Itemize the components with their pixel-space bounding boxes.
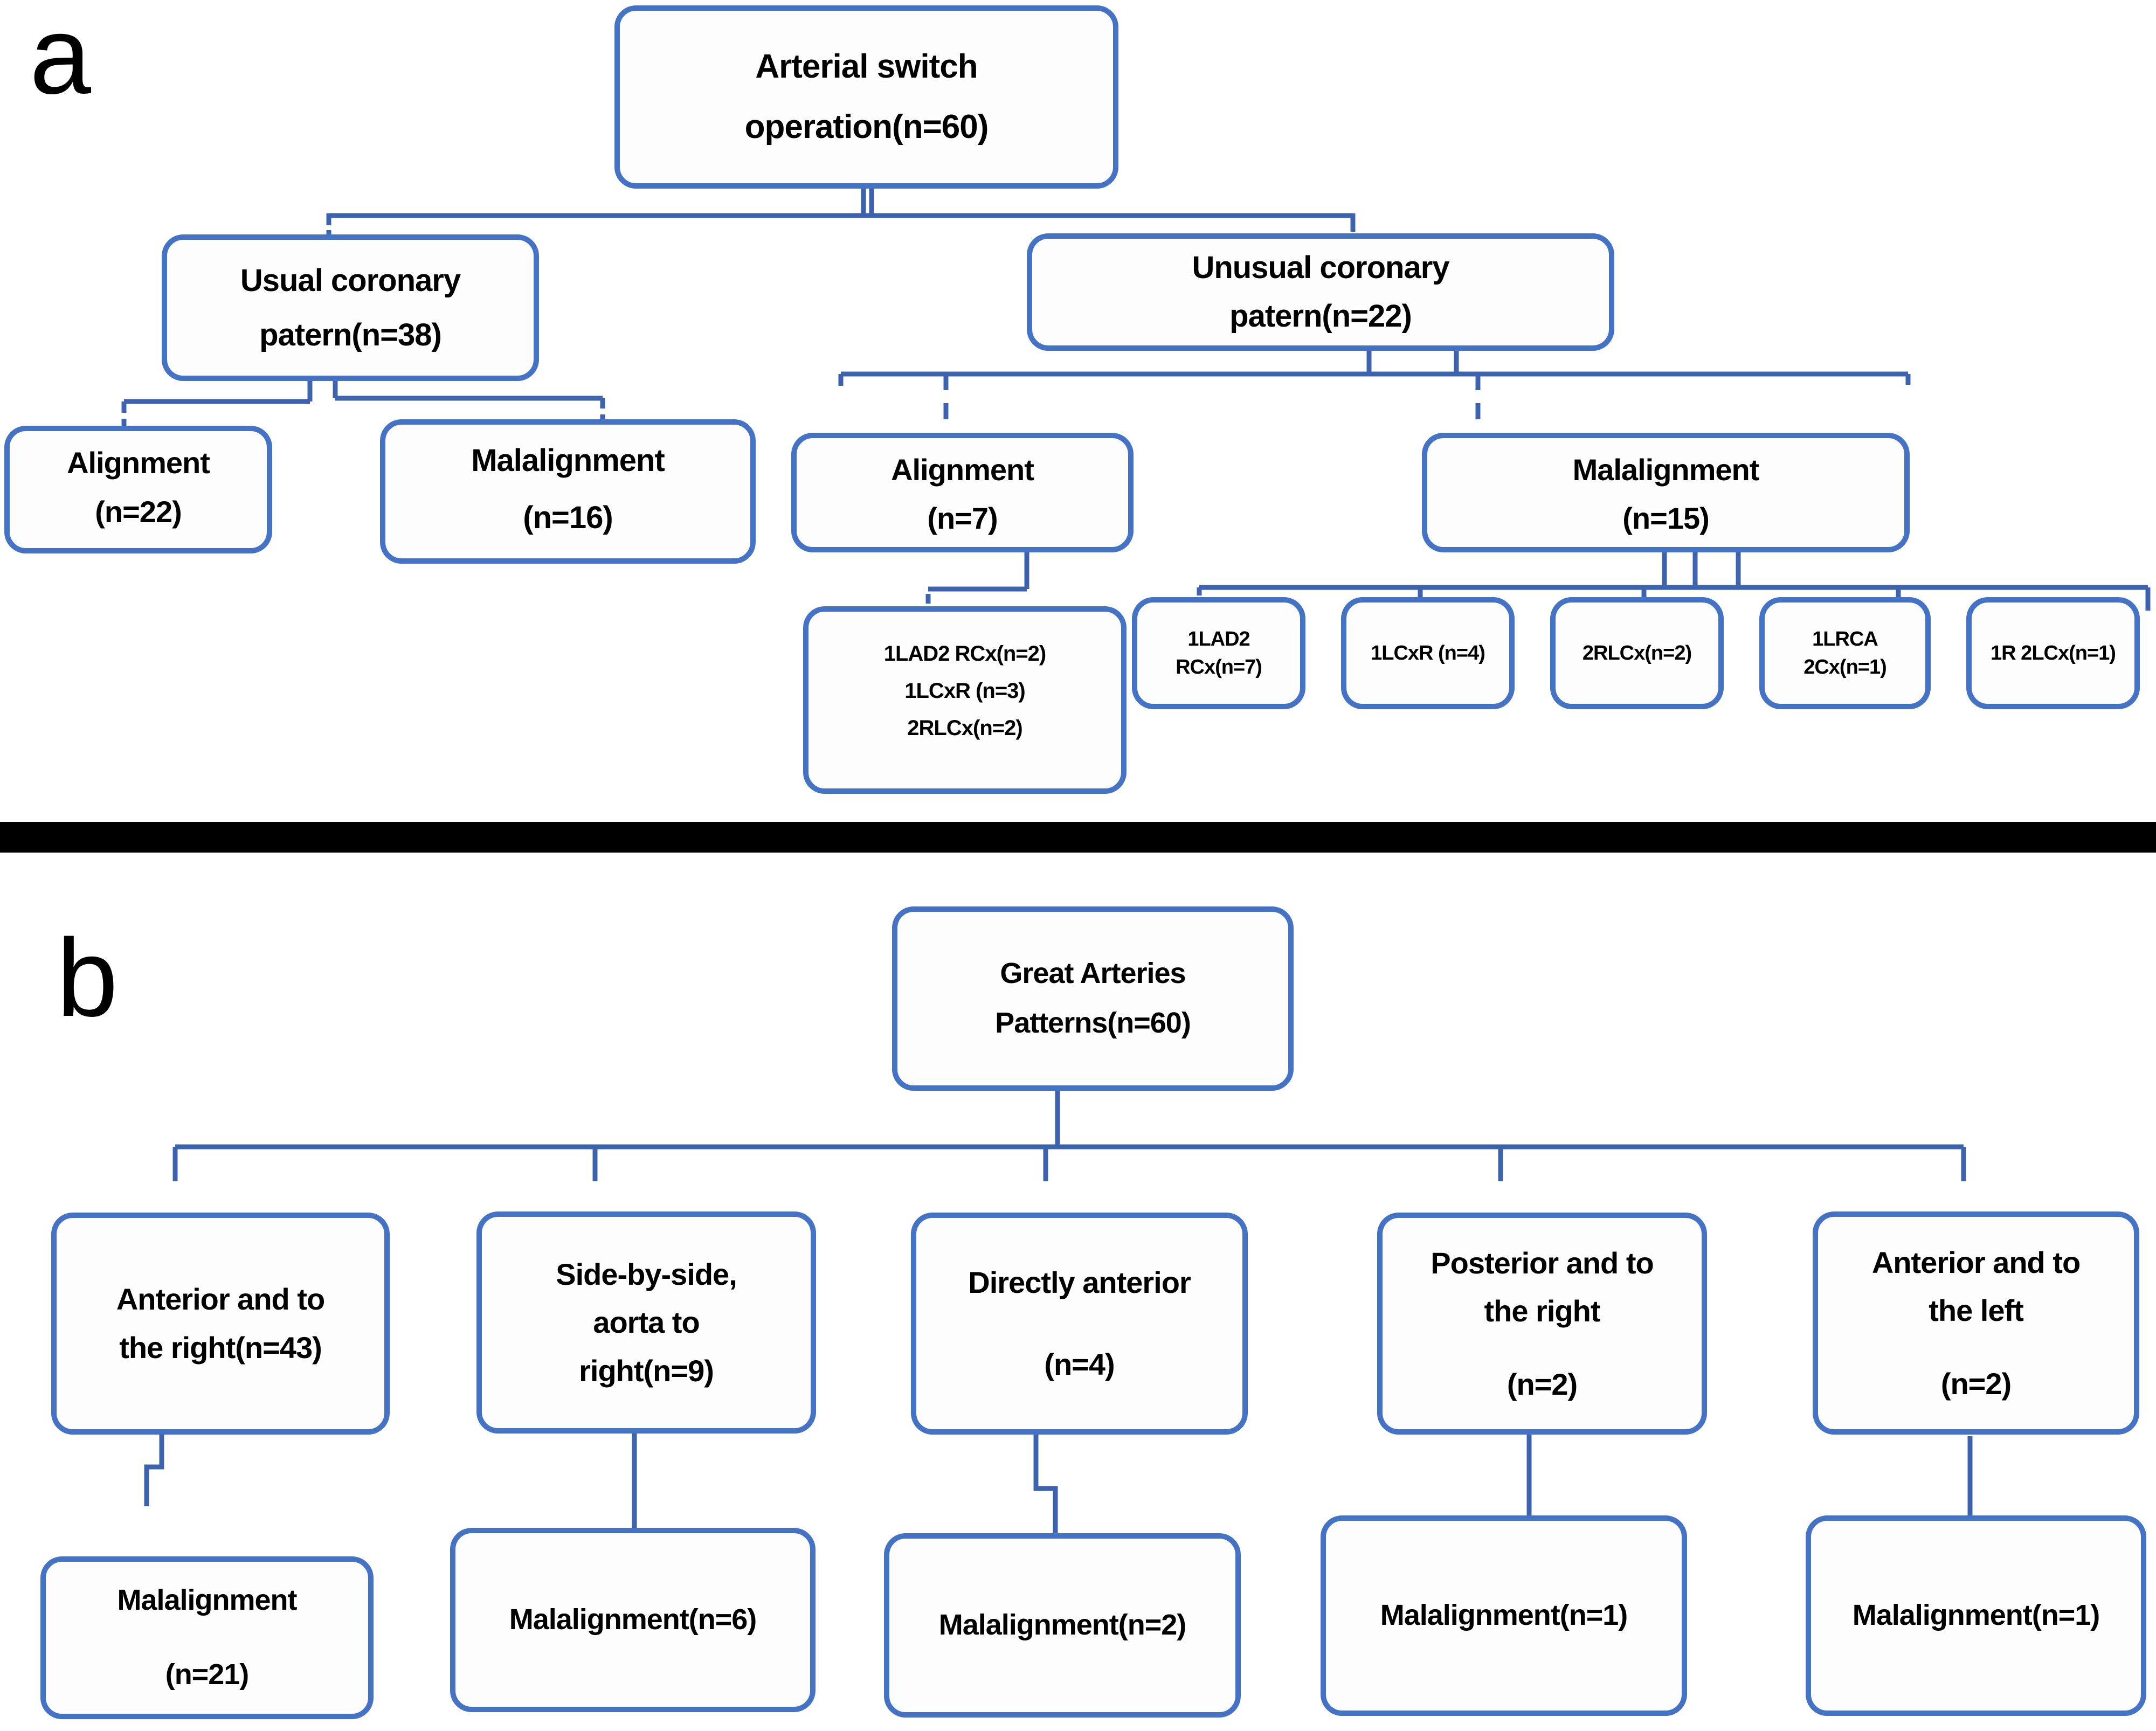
box-text: RCx(n=7) [1176,656,1262,678]
box-text: 2Cx(n=1) [1803,656,1887,678]
box-text: Anterior and to [1871,1245,2081,1279]
box-text: 2RLCx(n=2) [1582,641,1692,664]
box-unusual-malalignment: Malalignment (n=15) [1422,433,1910,552]
box-malalignment-1a: Malalignment(n=1) [1321,1515,1687,1716]
box-malalignment-1b: Malalignment(n=1) [1806,1515,2146,1716]
box-text: the left [1929,1293,2024,1328]
box-text: (n=2) [1507,1367,1578,1401]
connector-mal2-zigzag [1033,1432,1058,1535]
box-text: 1LCxR (n=3) [904,678,1025,703]
box-text: Alignment [891,453,1034,487]
box-malalignment-21: Malalignment (n=21) [40,1556,374,1719]
box-text: 1LAD2 [1187,627,1250,650]
box-text: Malalignment [471,443,665,479]
box-malalignment-6: Malalignment(n=6) [450,1528,816,1712]
box-great-arteries: Great Arteries Patterns(n=60) [892,906,1294,1091]
box-pattern-anterior-left: Anterior and to the left (n=2) [1813,1211,2139,1435]
box-malalignment-detail-4: 1LRCA 2Cx(n=1) [1759,597,1931,709]
box-pattern-side-by-side: Side-by-side, aorta to right(n=9) [476,1211,816,1434]
box-text: right(n=9) [579,1353,714,1388]
box-text: 1R 2LCx(n=1) [1991,641,2116,664]
box-text: (n=22) [95,494,182,529]
box-text: (n=16) [523,500,613,536]
box-text: Anterior and to [116,1282,325,1317]
box-text: patern(n=22) [1229,299,1412,334]
box-alignment-detail: 1LAD2 RCx(n=2) 1LCxR (n=3) 2RLCx(n=2) [803,606,1127,794]
box-text: Patterns(n=60) [995,1007,1191,1039]
box-unusual-alignment: Alignment (n=7) [791,433,1134,552]
box-text: 1LAD2 RCx(n=2) [883,642,1047,666]
box-text: the right [1484,1294,1601,1328]
panel-b-label: b [57,916,119,1040]
box-text: (n=7) [927,501,998,535]
box-text: (n=21) [165,1658,250,1691]
box-text: Directly anterior [968,1265,1191,1300]
box-malalignment-2: Malalignment(n=2) [884,1533,1241,1718]
panel-a-label: a [30,0,92,117]
box-pattern-anterior-right: Anterior and to the right(n=43) [51,1213,390,1435]
box-malalignment-detail-5: 1R 2LCx(n=1) [1966,597,2140,709]
box-malalignment-detail-2: 1LCxR (n=4) [1341,597,1515,709]
box-text: Unusual coronary [1192,250,1449,286]
box-text: Malalignment [1572,453,1760,487]
box-text: 1LRCA [1812,627,1878,650]
box-text: (n=2) [1940,1366,2012,1401]
box-text: Posterior and to [1431,1245,1654,1280]
box-text: 2RLCx(n=2) [907,716,1022,740]
panel-separator [0,822,2156,853]
box-text: (n=15) [1622,501,1709,535]
box-text: Malalignment(n=1) [1380,1599,1628,1632]
box-malalignment-detail-3: 2RLCx(n=2) [1550,597,1724,709]
box-text: 1LCxR (n=4) [1371,641,1485,664]
box-text: Great Arteries [1000,957,1186,990]
box-malalignment-detail-1: 1LAD2 RCx(n=7) [1132,597,1305,709]
box-pattern-posterior-right: Posterior and to the right (n=2) [1377,1213,1707,1435]
box-pattern-directly-anterior: Directly anterior (n=4) [911,1213,1248,1435]
box-text: Malalignment(n=6) [509,1603,757,1636]
box-text: the right(n=43) [119,1331,322,1365]
box-text: aorta to [593,1305,700,1340]
connector-mal21-zigzag [144,1432,164,1506]
box-text: Alignment [67,446,210,480]
box-usual-malalignment: Malalignment (n=16) [380,419,756,564]
box-text: Usual coronary [240,262,461,298]
box-text: patern(n=38) [259,317,442,352]
box-usual-alignment: Alignment (n=22) [4,426,272,553]
box-text: (n=4) [1044,1347,1115,1381]
box-arterial-switch: Arterial switch operation(n=60) [614,5,1118,189]
box-text: Side-by-side, [556,1257,737,1291]
box-text: Malalignment(n=2) [938,1609,1187,1642]
box-text: Malalignment(n=1) [1852,1599,2100,1632]
box-text: Arterial switch [755,48,978,86]
box-text: Malalignment [117,1584,297,1617]
box-usual-pattern: Usual coronary patern(n=38) [162,234,539,381]
box-text: operation(n=60) [744,108,989,146]
box-unusual-pattern: Unusual coronary patern(n=22) [1027,233,1614,351]
